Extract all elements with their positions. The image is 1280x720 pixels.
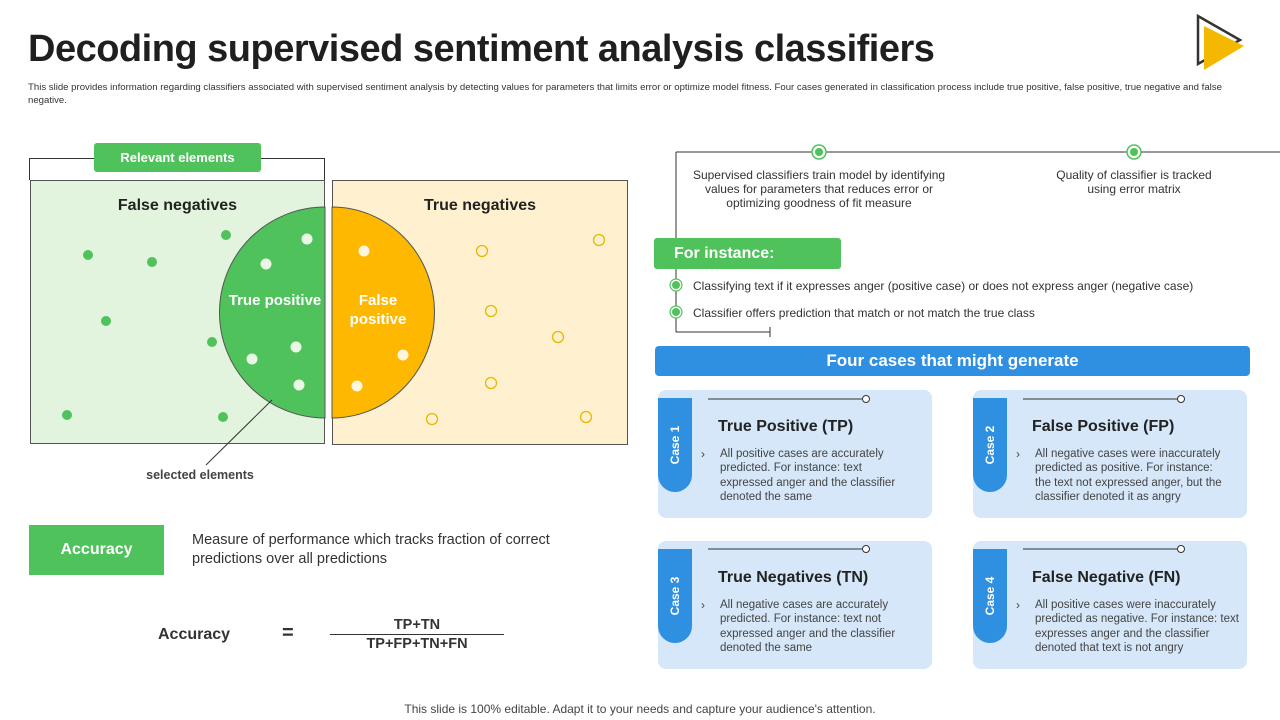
- case-card-2: Case 2 False Positive (FP) › All negativ…: [973, 390, 1247, 518]
- bullet-item-2: Classifier offers prediction that match …: [693, 306, 1035, 320]
- play-logo-icon: [1196, 13, 1244, 70]
- case-card-1: Case 1 True Positive (TP) › All positive…: [658, 390, 932, 518]
- case-tab-2: Case 2: [973, 398, 1007, 492]
- card-connector: [1023, 395, 1185, 403]
- chevron-right-icon: ›: [1016, 447, 1020, 461]
- case-body-1: All positive cases are accurately predic…: [720, 448, 896, 503]
- card-connector: [708, 545, 870, 553]
- footer-note: This slide is 100% editable. Adapt it to…: [404, 702, 876, 716]
- formula-denominator: TP+FP+TN+FN: [366, 636, 468, 652]
- formula-equals: =: [282, 622, 294, 644]
- case-card-3: Case 3 True Negatives (TN) › All negativ…: [658, 541, 932, 669]
- formula-label: Accuracy: [158, 626, 231, 643]
- case-body-3: All negative cases are accurately predic…: [720, 599, 896, 654]
- chevron-right-icon: ›: [701, 447, 705, 461]
- true-negatives-heading: True negatives: [423, 197, 537, 214]
- case-tab-3: Case 3: [658, 549, 692, 643]
- formula-numerator: TP+TN: [393, 617, 441, 633]
- case-body-2: All negative cases were inaccurately pre…: [1035, 448, 1222, 503]
- timeline-node-1: [811, 144, 827, 160]
- timeline-item-2: Quality of classifier is tracked using e…: [1056, 168, 1212, 196]
- case-tab-4: Case 4: [973, 549, 1007, 643]
- false-negatives-heading: False negatives: [117, 197, 238, 214]
- case-tab-1: Case 1: [658, 398, 692, 492]
- timeline-item-1: Supervised classifiers train model by id…: [692, 168, 946, 210]
- fraction-line: [330, 634, 504, 635]
- selected-elements-label: selected elements: [146, 468, 254, 482]
- bullet-node-1: [669, 278, 683, 292]
- case-title-3: True Negatives (TN): [718, 569, 869, 586]
- page-title: Decoding supervised sentiment analysis c…: [28, 28, 935, 70]
- case-title-1: True Positive (TP): [718, 418, 854, 435]
- chevron-right-icon: ›: [1016, 598, 1020, 612]
- for-instance-label: For instance:: [654, 238, 841, 269]
- case-title-2: False Positive (FP): [1032, 418, 1175, 435]
- card-connector: [1023, 545, 1185, 553]
- false-positive-label: False positive: [349, 292, 407, 328]
- four-cases-header: Four cases that might generate: [655, 346, 1250, 376]
- card-connector: [708, 395, 870, 403]
- timeline-node-2: [1126, 144, 1142, 160]
- bullet-item-1: Classifying text if it expresses anger (…: [693, 279, 1194, 293]
- false-negatives-panel: [30, 180, 325, 444]
- case-body-4: All positive cases were inaccurately pre…: [1035, 599, 1239, 654]
- bullet-node-2: [669, 305, 683, 319]
- relevant-elements-label: Relevant elements: [94, 143, 261, 172]
- accuracy-description: Measure of performance which tracks frac…: [192, 532, 550, 567]
- chevron-right-icon: ›: [701, 598, 705, 612]
- accuracy-badge: Accuracy: [29, 525, 164, 575]
- case-card-4: Case 4 False Negative (FN) › All positiv…: [973, 541, 1247, 669]
- case-title-4: False Negative (FN): [1032, 569, 1181, 586]
- true-positive-label: True positive: [228, 292, 322, 309]
- page-subtitle: This slide provides information regardin…: [28, 82, 1222, 106]
